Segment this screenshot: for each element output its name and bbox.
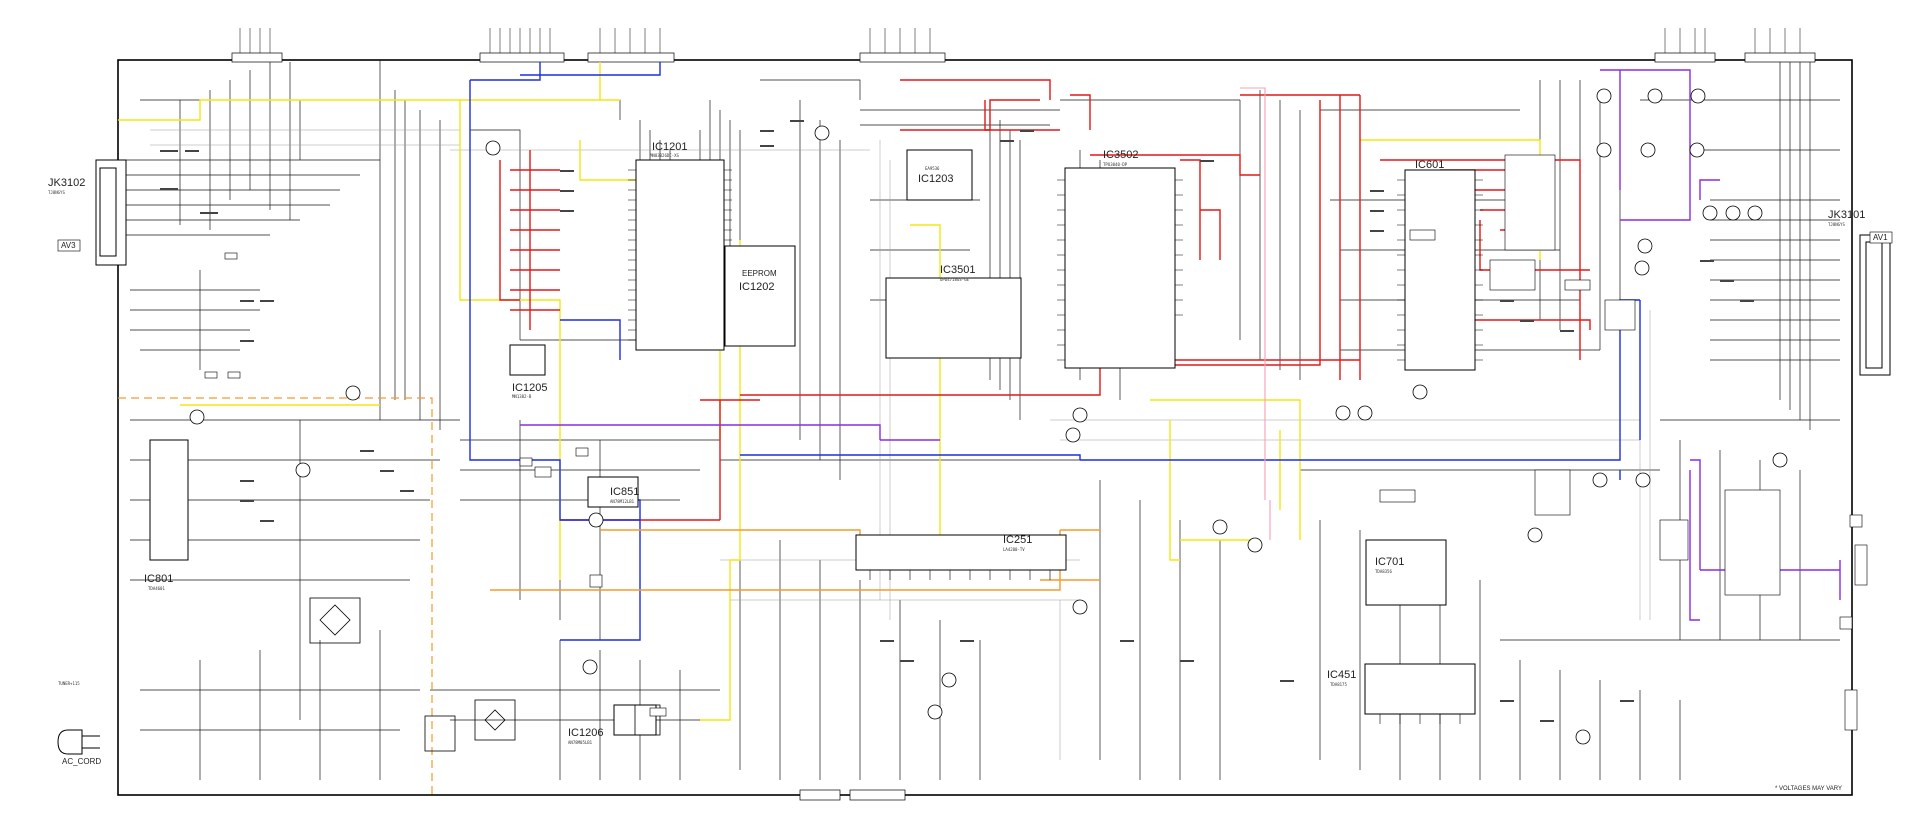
ic251-part: LA4280-TV [1003,547,1025,552]
ic-boxes [149,149,1476,736]
av3-tag [57,239,81,252]
jk3102-part-label: TJ8NGYS [48,190,65,195]
transistor-symbols [189,88,1788,745]
resistor-labels [160,120,1754,722]
ic1201-part: MN83026DC-XS [650,153,679,158]
transistor-q1201 [485,140,501,156]
transistor-q1206 [582,659,598,675]
ic1201-label: IC1201 [652,141,687,153]
ic701-box [1365,539,1447,606]
transistor-q251 [927,704,943,720]
transistor-q302 [1647,88,1663,104]
transistor-q554 [1635,472,1651,488]
ic3502-box [1064,167,1176,369]
transistor-q309 [1747,205,1763,221]
transistor-q701 [1335,405,1351,421]
purple-wires [520,69,1841,621]
transistor-q301 [1596,88,1612,104]
ic451-label: IC451 [1327,669,1356,681]
ic1206-part: AN78M05LB1 [568,740,593,745]
ic251-label: IC251 [1003,534,1032,546]
board-frame [117,59,1853,796]
ic1203-label: IC1203 [918,173,953,185]
transistor-q502 [1247,537,1263,553]
voltage-footnote: * VOLTAGES MAY VARY [1775,786,1842,792]
ic3501-label: IC3501 [940,264,975,276]
ic701-label: IC701 [1375,556,1404,568]
transistor-q501 [1212,519,1228,535]
transistor-q303 [1690,88,1706,104]
transistor-q1205 [1072,407,1088,423]
bottom-connectors [799,789,906,801]
tuner-label: TUNER+115 [58,681,80,686]
transistor-q308 [1725,205,1741,221]
ic1205-label: IC1205 [512,382,547,394]
ic701-part: TDA8356 [1375,569,1392,574]
jk3101-label: JK3101 [1828,209,1865,221]
ic-pins [628,169,1483,724]
ac-cord-label: AC_CORD [62,757,101,766]
ic1202-box [724,245,796,347]
components [204,154,1868,731]
ic1205-part: MN1382-B [512,394,532,399]
ic851-part: AN78M12LB1 [610,499,635,504]
ic1202-part: EEPROM [742,269,777,278]
transistor-q1202 [814,125,830,141]
pink-wires [1240,87,1271,540]
labels: JK3102 TJ8NGYS AV3 JK3101 TJ8NGYS AV1 AC… [48,141,1893,792]
transistor-q311 [1634,260,1650,276]
transistor-q310 [1637,238,1653,254]
ic451-box [1364,663,1476,715]
power-section [309,597,661,752]
transistor-q304 [1596,142,1612,158]
transistor-q552 [1772,452,1788,468]
transistor-q851 [588,512,604,528]
ic1203-box [906,149,973,201]
ic251-box [855,534,1067,571]
transistor-q705 [1412,384,1428,400]
transistor-q802 [295,462,311,478]
transistor-q305 [1640,142,1656,158]
ic1205-box [509,344,546,376]
ic3502-label: IC3502 [1103,149,1138,161]
ic601-box [1404,169,1476,371]
ic801-box [149,439,189,561]
jk3101-part-label: TJ8NGYS [1828,222,1845,227]
transistor-q253 [1072,599,1088,615]
jk3101-connector [1859,234,1891,376]
jk3102-label: JK3102 [48,177,85,189]
ic1203-part: EA9536 [925,166,940,171]
transistor-q1204 [1065,427,1081,443]
transistor-q252 [941,672,957,688]
transistor-q307 [1702,205,1718,221]
ic851-label: IC851 [610,486,639,498]
ic1201-box [635,159,725,351]
red-wires [499,79,1591,521]
av1-label: AV1 [1873,233,1888,242]
ic3502-part: TPU3040-DP [1103,162,1128,167]
top-pin-ticks [239,28,1801,53]
transistor-q707 [1357,405,1373,421]
ac-cord-plug [57,729,100,755]
transistor-q553 [1592,472,1608,488]
ic3501-box [885,277,1022,359]
transistor-q451 [1575,729,1591,745]
transistor-q1203 [345,385,361,401]
av1-tag [1869,231,1893,244]
transistor-q555 [1527,527,1543,543]
ic801-part: TDA4601 [148,586,165,591]
transistor-q306 [1689,142,1705,158]
transistor-q801 [189,409,205,425]
ic601-label: IC601 [1415,159,1444,171]
ic1206-label: IC1206 [568,727,603,739]
jk3102-connector [95,159,127,266]
av3-label: AV3 [61,241,76,250]
orange-dashed-divider [118,397,433,795]
ic851-box [587,476,639,508]
ic451-part: TDA8175 [1330,682,1347,687]
ic801-label: IC801 [144,573,173,585]
ic3501-part: UPD4718GS-GE [940,277,969,282]
ic1202-label: IC1202 [739,281,774,293]
